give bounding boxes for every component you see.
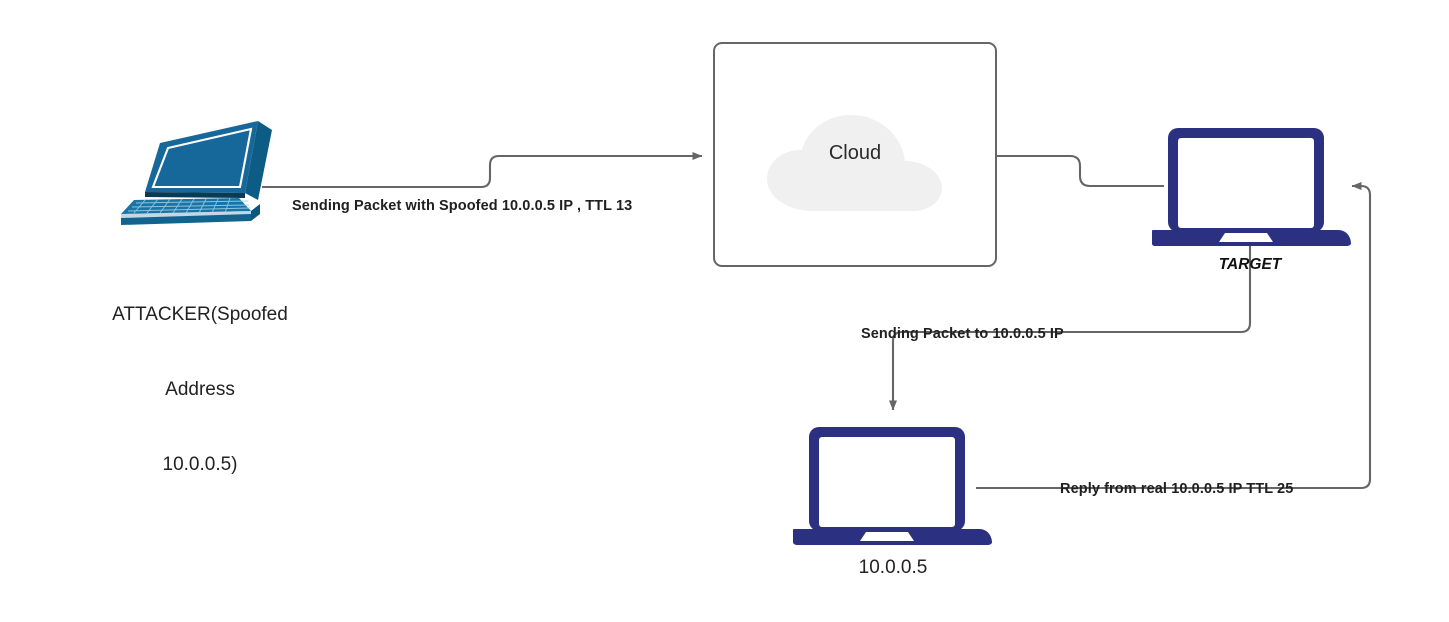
- wire-attacker-to-cloud: [262, 152, 703, 189]
- cloud-icon: [767, 115, 942, 211]
- wire-victim-to-target: [976, 182, 1372, 490]
- cloud-label: Cloud: [828, 142, 882, 164]
- target-label: TARGET: [1218, 256, 1282, 273]
- wire-target-to-victim: [889, 243, 1252, 411]
- victim-label: 10.0.0.5: [858, 557, 928, 578]
- laptop-icon: [793, 427, 992, 545]
- edge-label-target-to-victim: Sending Packet to 10.0.0.5 IP: [861, 326, 1064, 342]
- wire-cloud-to-target: [996, 154, 1164, 188]
- attacker-label-line3: 10.0.0.5): [162, 454, 238, 475]
- attacker-label-line1: ATTACKER(Spoofed: [112, 304, 288, 325]
- attacker-label: ATTACKER(Spoofed Address 10.0.0.5): [60, 252, 340, 527]
- laptop-icon: [1152, 128, 1351, 246]
- attacker-label-line2: Address: [165, 379, 235, 400]
- edge-label-victim-to-target: Reply from real 10.0.0.5 IP TTL 25: [1060, 481, 1294, 497]
- edge-label-attacker-to-cloud: Sending Packet with Spoofed 10.0.0.5 IP …: [292, 198, 633, 214]
- laptop-isometric-icon: [121, 121, 272, 225]
